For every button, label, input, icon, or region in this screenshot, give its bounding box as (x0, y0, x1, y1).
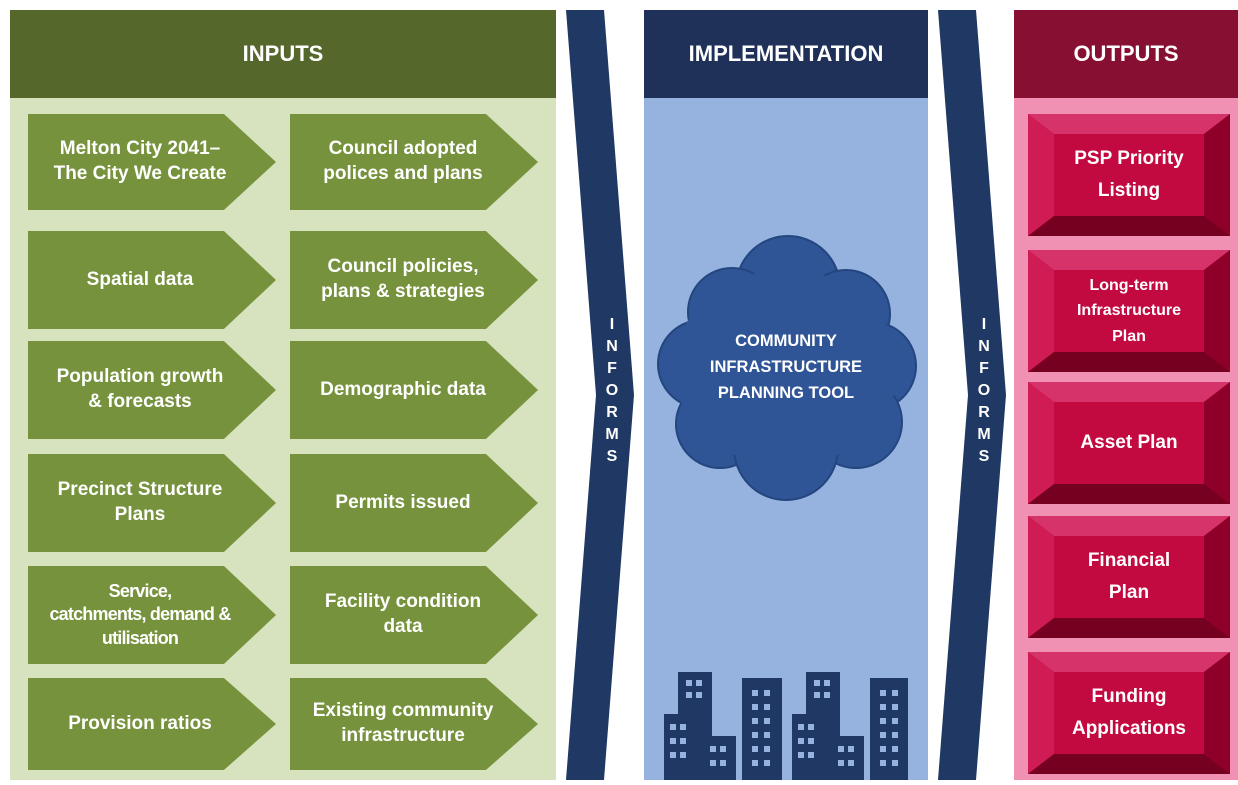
informs-letter: S (978, 448, 990, 465)
inputs-title: INPUTS (242, 41, 324, 66)
output-line: Asset Plan (1080, 431, 1178, 453)
inputs-header: INPUTS (10, 10, 556, 98)
input-line: utilisation (101, 627, 179, 648)
output-line: Infrastructure (1076, 302, 1182, 320)
informs-arrow-left: I N F O R M S (566, 10, 634, 780)
output-bevel (1028, 516, 1230, 638)
input-line: Service, (108, 580, 172, 601)
informs-letter: N (606, 338, 618, 355)
input-spatial-data: Spatial data (28, 231, 276, 329)
informs-arrow-left-shape (566, 10, 634, 780)
outputs-title: OUTPUTS (1073, 41, 1179, 66)
informs-arrow-right-shape (938, 10, 1006, 780)
informs-letter: F (979, 360, 989, 377)
input-demographic-data: Demographic data (290, 341, 538, 439)
input-permits-issued: Permits issued (290, 454, 538, 552)
output-line: Funding (1091, 685, 1167, 707)
input-line: polices and plans (323, 163, 483, 184)
informs-letter: F (607, 360, 617, 377)
input-line: Melton City 2041– (59, 138, 221, 160)
output-line: PSP Priority (1074, 147, 1184, 169)
output-bevel (1028, 382, 1230, 504)
input-line: Permits issued (335, 491, 471, 513)
input-existing-community-infrastructure: Existing community infrastructure (290, 678, 538, 770)
outputs-header: OUTPUTS (1014, 10, 1238, 98)
buildings-svg (664, 672, 908, 780)
output-line: Plan (1108, 582, 1150, 603)
input-council-policies-strategies: Council policies, plans & strategies (290, 231, 538, 329)
informs-letter: M (977, 426, 991, 443)
informs-letter: I (609, 316, 615, 333)
input-facility-condition-data: Facility condition data (290, 566, 538, 664)
input-council-adopted-policies: Council adopted polices and plans (290, 114, 538, 210)
input-melton-city-2041: Melton City 2041– The City We Create (28, 114, 276, 210)
output-line: Listing (1097, 180, 1161, 201)
input-line: Precinct Structure (57, 479, 223, 501)
input-line: Existing community (312, 700, 494, 722)
informs-right-text: I N F O R M S (977, 314, 990, 468)
input-line: Spatial data (86, 268, 194, 290)
input-population-growth: Population growth & forecasts (28, 341, 276, 439)
input-line: Facility condition (324, 591, 482, 613)
output-line: Plan (1112, 327, 1146, 345)
informs-arrow-right: I N F O R M S (938, 10, 1006, 780)
input-line: Demographic data (320, 378, 486, 400)
input-line: Plans (114, 504, 166, 525)
informs-letter: S (606, 448, 618, 465)
cloud-label: COMMUNITY INFRASTRUCTURE PLANNING TOOL (650, 226, 922, 508)
cloud-icon (657, 235, 917, 501)
cloud-line: INFRASTRUCTURE (709, 358, 863, 376)
input-line: plans & strategies (321, 281, 485, 302)
input-service-catchments: Service, catchments, demand &utilisation (28, 566, 276, 664)
informs-letter: R (606, 404, 618, 421)
informs-letter: N (978, 338, 990, 355)
informs-letter: R (978, 404, 990, 421)
informs-letter: I (981, 316, 987, 333)
input-line: infrastructure (341, 725, 465, 746)
input-line: Council policies, (327, 256, 479, 278)
informs-left-text: I N F O R M S (605, 314, 618, 468)
cloud-line: COMMUNITY (735, 332, 837, 350)
output-asset-plan: Asset Plan (1028, 382, 1230, 504)
input-line: catchments, demand & (49, 604, 231, 625)
output-bevel (1028, 250, 1230, 372)
output-line: Long-term (1089, 276, 1169, 294)
input-line: data (383, 616, 423, 637)
input-line: The City We Create (53, 163, 227, 184)
informs-letter: O (605, 382, 619, 399)
output-line: Financial (1087, 549, 1171, 571)
implementation-title: IMPLEMENTATION (688, 41, 884, 66)
output-bevel (1028, 652, 1230, 774)
implementation-header: IMPLEMENTATION (644, 10, 928, 98)
input-line: Council adopted (328, 138, 478, 160)
input-line: Population growth (56, 366, 224, 388)
input-provision-ratios: Provision ratios (28, 678, 276, 770)
cloud-line: PLANNING TOOL (717, 384, 855, 402)
city-buildings-icon (656, 668, 916, 780)
informs-letter: O (977, 382, 991, 399)
input-line: & forecasts (88, 391, 192, 412)
inputs-panel (10, 98, 556, 780)
informs-letter: M (605, 426, 619, 443)
output-bevel (1028, 114, 1230, 236)
input-line: Provision ratios (68, 712, 212, 734)
cloud-shape: COMMUNITY INFRASTRUCTURE PLANNING TOOL (650, 226, 922, 508)
output-line: Applications (1071, 718, 1186, 739)
